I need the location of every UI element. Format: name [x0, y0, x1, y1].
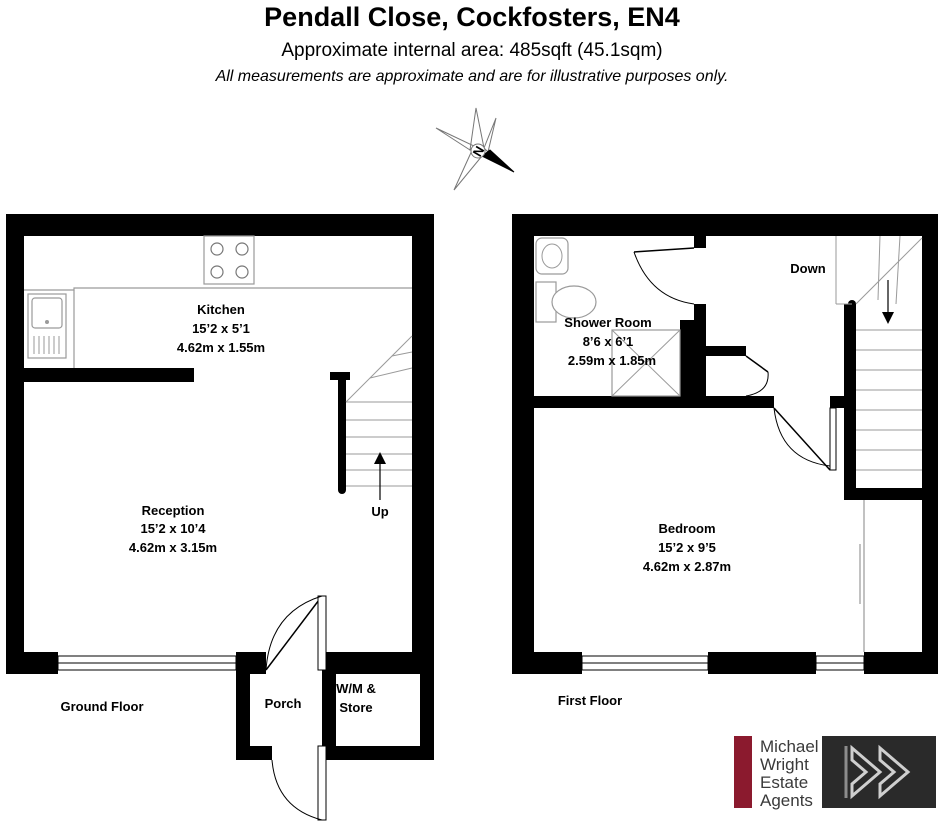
washbasin-icon — [535, 237, 569, 275]
shower-room-imperial: 8’6 x 6’1 — [583, 334, 634, 349]
porch-label: Porch — [265, 696, 302, 711]
ground-floor-plan — [6, 214, 434, 821]
toilet-icon — [535, 281, 597, 323]
agent-logo: Michael Wright Estate Agents — [734, 736, 936, 810]
first-floor-plan — [512, 214, 938, 674]
area-subtitle: Approximate internal area: 485sqft (45.1… — [281, 40, 663, 61]
reception-imperial: 15’2 x 10’4 — [140, 521, 206, 536]
kitchen-name: Kitchen — [197, 302, 245, 317]
bedroom-name: Bedroom — [658, 521, 715, 536]
bedroom-metric: 4.62m x 2.87m — [643, 559, 731, 574]
store-label-line1: W/M & — [336, 681, 376, 696]
stairs-down-label: Down — [790, 261, 825, 276]
ground-floor-label: Ground Floor — [60, 699, 143, 714]
compass-icon: N — [435, 107, 515, 191]
kitchen-counter — [24, 287, 412, 368]
shower-room-metric: 2.59m x 1.85m — [568, 353, 656, 368]
first-floor-label: First Floor — [558, 693, 622, 708]
store-label-line2: Store — [339, 700, 372, 715]
hob-icon — [203, 235, 255, 285]
sink-icon — [27, 293, 67, 359]
logo-line1: Michael — [760, 737, 819, 756]
reception-metric: 4.62m x 3.15m — [129, 540, 217, 555]
logo-brand-bar — [734, 736, 752, 808]
logo-line3: Estate — [760, 773, 808, 792]
kitchen-metric: 4.62m x 1.55m — [177, 340, 265, 355]
kitchen-imperial: 15’2 x 5’1 — [192, 321, 250, 336]
logo-line4: Agents — [760, 791, 813, 810]
shower-room-name: Shower Room — [564, 315, 651, 330]
cupboard-door — [745, 355, 769, 397]
logo-line2: Wright — [760, 755, 809, 774]
shower-room-door — [633, 247, 695, 305]
reception-name: Reception — [142, 503, 205, 518]
shower-tray-icon — [611, 329, 681, 397]
bedroom-imperial: 15’2 x 9’5 — [658, 540, 716, 555]
disclaimer: All measurements are approximate and are… — [215, 68, 729, 85]
bedroom-door — [773, 407, 837, 471]
first-floor-stairs — [835, 235, 923, 471]
ground-floor-stairs — [330, 335, 413, 500]
stairs-up-label: Up — [371, 504, 388, 519]
porch-door — [265, 595, 327, 821]
plan-title: Pendall Close, Cockfosters, EN4 — [264, 2, 680, 32]
